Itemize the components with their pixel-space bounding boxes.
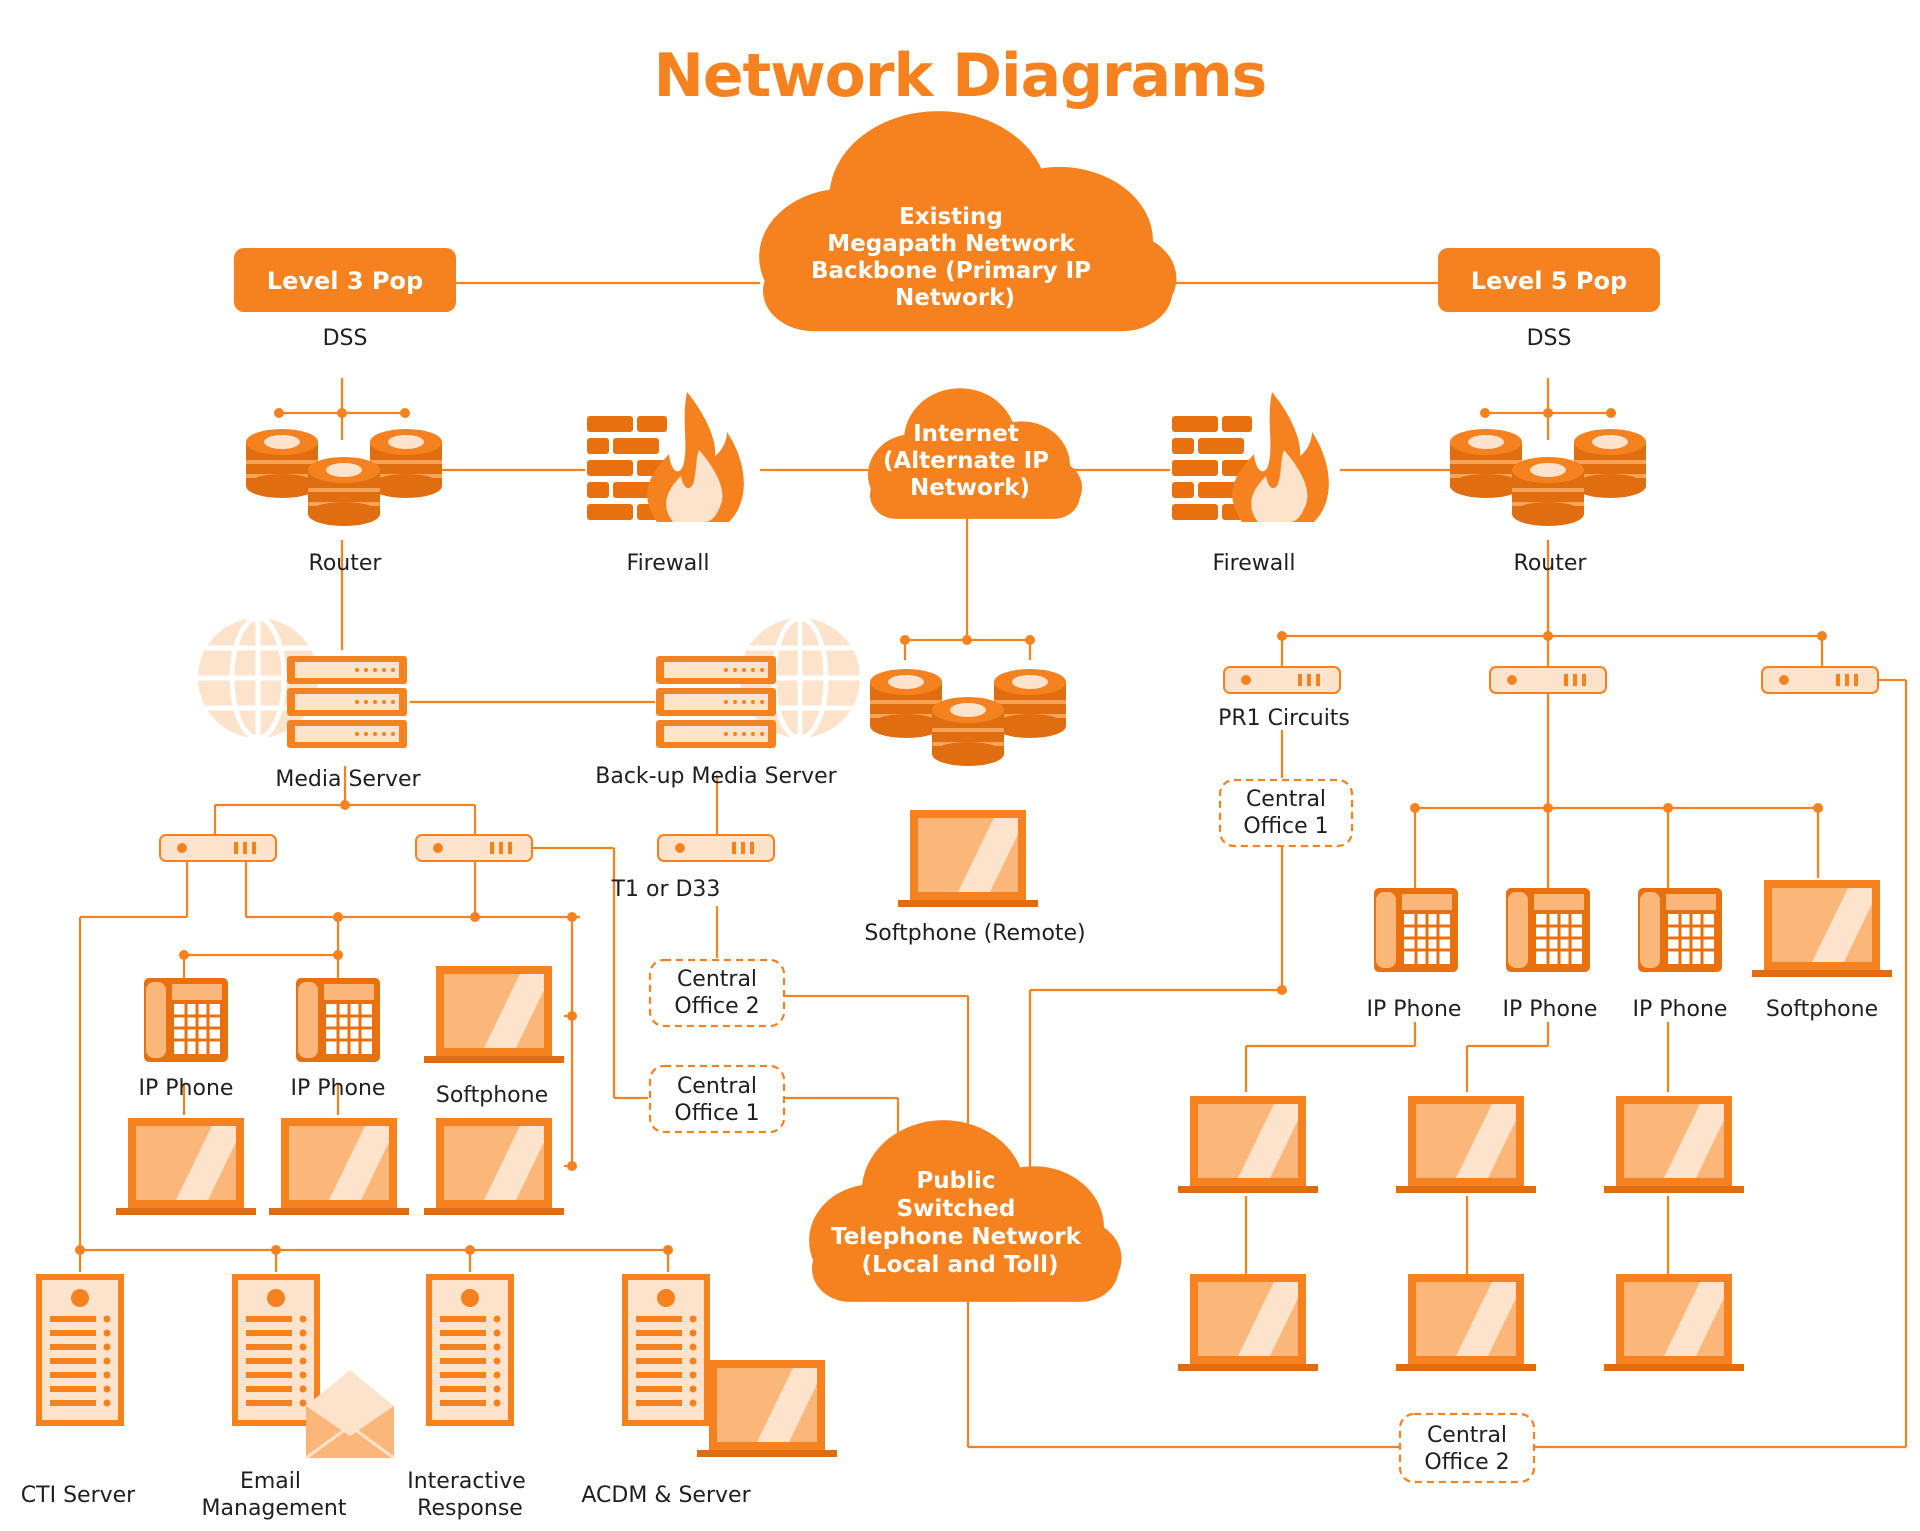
ip-phone-label: IP Phone xyxy=(1503,997,1598,1022)
router-label-right: Router xyxy=(1514,551,1588,576)
server-rack-icon xyxy=(656,656,776,748)
svg-text:Level 5 Pop: Level 5 Pop xyxy=(1471,267,1627,295)
laptop-icon xyxy=(424,966,564,1063)
router-icon xyxy=(870,669,1066,766)
level-5-pop: Level 5 Pop xyxy=(1438,248,1660,312)
ip-phone-icon xyxy=(294,976,382,1064)
switch-icon xyxy=(159,834,277,862)
ip-phone-icon xyxy=(1372,886,1460,974)
page-title: Network Diagrams xyxy=(654,41,1267,111)
backbone-cloud: Existing Megapath Network Backbone (Prim… xyxy=(759,111,1177,332)
cti-server-label: CTI Server xyxy=(21,1483,136,1508)
ip-phone-label: IP Phone xyxy=(139,1076,234,1101)
laptop-icon xyxy=(424,1118,564,1215)
switch-icon xyxy=(1489,666,1607,694)
switch-icon xyxy=(1761,666,1879,694)
laptop-icon xyxy=(269,1118,409,1215)
firewall-label-left: Firewall xyxy=(627,551,710,576)
level-3-pop: Level 3 Pop xyxy=(234,248,456,312)
tower-server-icon xyxy=(232,1274,320,1426)
svg-text:Existing Megapath Networ: Existing Megapath Network Backbone (Prim… xyxy=(811,204,1099,311)
t1-d33-label: T1 or D33 xyxy=(611,877,721,902)
laptop-icon xyxy=(116,1118,256,1215)
ip-phone-icon xyxy=(1504,886,1592,974)
ip-phone-label: IP Phone xyxy=(291,1076,386,1101)
interactive-response-label: Interactive Response xyxy=(407,1469,533,1521)
firewall-icon xyxy=(587,392,744,522)
tower-server-icon xyxy=(622,1274,710,1426)
router-icon xyxy=(246,429,442,526)
switch-icon xyxy=(415,834,533,862)
switch-icon xyxy=(657,834,775,862)
router-icon xyxy=(1450,429,1646,526)
server-rack-icon xyxy=(287,656,407,748)
softphone-label-right: Softphone xyxy=(1766,997,1878,1022)
laptop-icon xyxy=(697,1360,837,1457)
email-management-label: Email Management xyxy=(202,1469,347,1521)
laptop-icon xyxy=(1752,880,1892,977)
router-label-left: Router xyxy=(309,551,383,576)
laptop-icon xyxy=(1178,1274,1318,1371)
ip-phone-icon xyxy=(142,976,230,1064)
backup-media-server-label: Back-up Media Server xyxy=(595,764,837,789)
laptop-icon xyxy=(1604,1274,1744,1371)
laptop-icon xyxy=(1604,1096,1744,1193)
svg-text:Public Switched Te: Public Switched Telephone Network (Local… xyxy=(831,1168,1089,1278)
pri-circuits-label: PR1 Circuits xyxy=(1218,706,1350,731)
internet-cloud: Internet (Alternate IP Network) xyxy=(868,388,1082,519)
media-server-label: Media Server xyxy=(275,767,421,792)
firewall-icon xyxy=(1172,392,1329,522)
ip-phone-icon xyxy=(1636,886,1724,974)
ip-phone-label: IP Phone xyxy=(1633,997,1728,1022)
laptop-icon xyxy=(898,810,1038,907)
laptop-icon xyxy=(1396,1096,1536,1193)
acdm-server-label: ACDM & Server xyxy=(581,1483,751,1508)
junction-dots xyxy=(75,408,1827,1255)
tower-server-icon xyxy=(426,1274,514,1426)
softphone-remote-label: Softphone (Remote) xyxy=(864,921,1085,946)
pstn-cloud: Public Switched Telephone Network (Local… xyxy=(809,1120,1122,1302)
ip-phone-label: IP Phone xyxy=(1367,997,1462,1022)
svg-text:Level 3 Pop: Level 3 Pop xyxy=(267,267,423,295)
dss-label-left: DSS xyxy=(323,326,368,351)
laptop-icon xyxy=(1178,1096,1318,1193)
softphone-label-left: Softphone xyxy=(436,1083,548,1108)
firewall-label-right: Firewall xyxy=(1213,551,1296,576)
laptop-icon xyxy=(1396,1274,1536,1371)
tower-server-icon xyxy=(36,1274,124,1426)
dss-label-right: DSS xyxy=(1527,326,1572,351)
switch-icon xyxy=(1223,666,1341,694)
svg-text:Internet (Alternate IP: Internet (Alternate IP Network) xyxy=(883,421,1057,501)
